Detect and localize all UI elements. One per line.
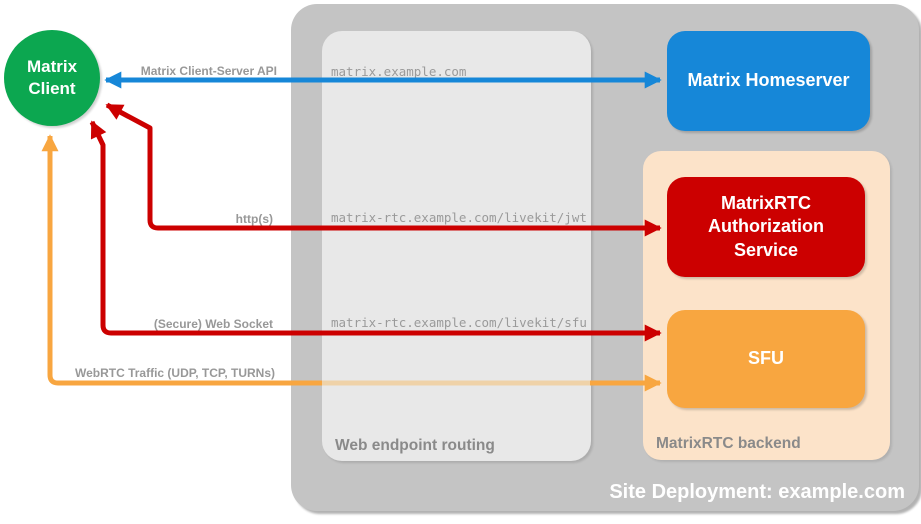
sfu-node: SFU bbox=[667, 310, 865, 408]
matrixrtc-authorization-service-label: MatrixRTC Authorization Service bbox=[708, 192, 824, 260]
matrixrtc-authorization-service-node: MatrixRTC Authorization Service bbox=[667, 177, 865, 277]
http-edge-label: http(s) bbox=[235, 212, 273, 226]
matrix-client-label: Matrix Client bbox=[26, 56, 78, 98]
site-deployment-label: Site Deployment: example.com bbox=[609, 481, 905, 503]
route-host-sfu: matrix-rtc.example.com/livekit/sfu bbox=[331, 315, 587, 330]
matrix-homeserver-label: Matrix Homeserver bbox=[687, 70, 850, 91]
web-endpoint-routing-container: matrix.example.com matrix-rtc.example.co… bbox=[322, 31, 591, 461]
webrtc-arrow-client-segment bbox=[41, 134, 323, 386]
client-server-api-edge-label: Matrix Client-Server API bbox=[140, 64, 277, 78]
webrtc-edge-label: WebRTC Traffic (UDP, TCP, TURNs) bbox=[74, 366, 275, 380]
route-host-jwt: matrix-rtc.example.com/livekit/jwt bbox=[331, 210, 587, 225]
web-endpoint-routing-label: Web endpoint routing bbox=[335, 437, 495, 454]
websocket-edge-label: (Secure) Web Socket bbox=[153, 317, 273, 331]
matrix-client-node: Matrix Client bbox=[4, 30, 100, 126]
matrixrtc-backend-label: MatrixRTC backend bbox=[656, 435, 801, 452]
route-host-homeserver: matrix.example.com bbox=[331, 64, 467, 79]
matrix-homeserver-node: Matrix Homeserver bbox=[667, 31, 870, 131]
sfu-label: SFU bbox=[748, 348, 784, 369]
